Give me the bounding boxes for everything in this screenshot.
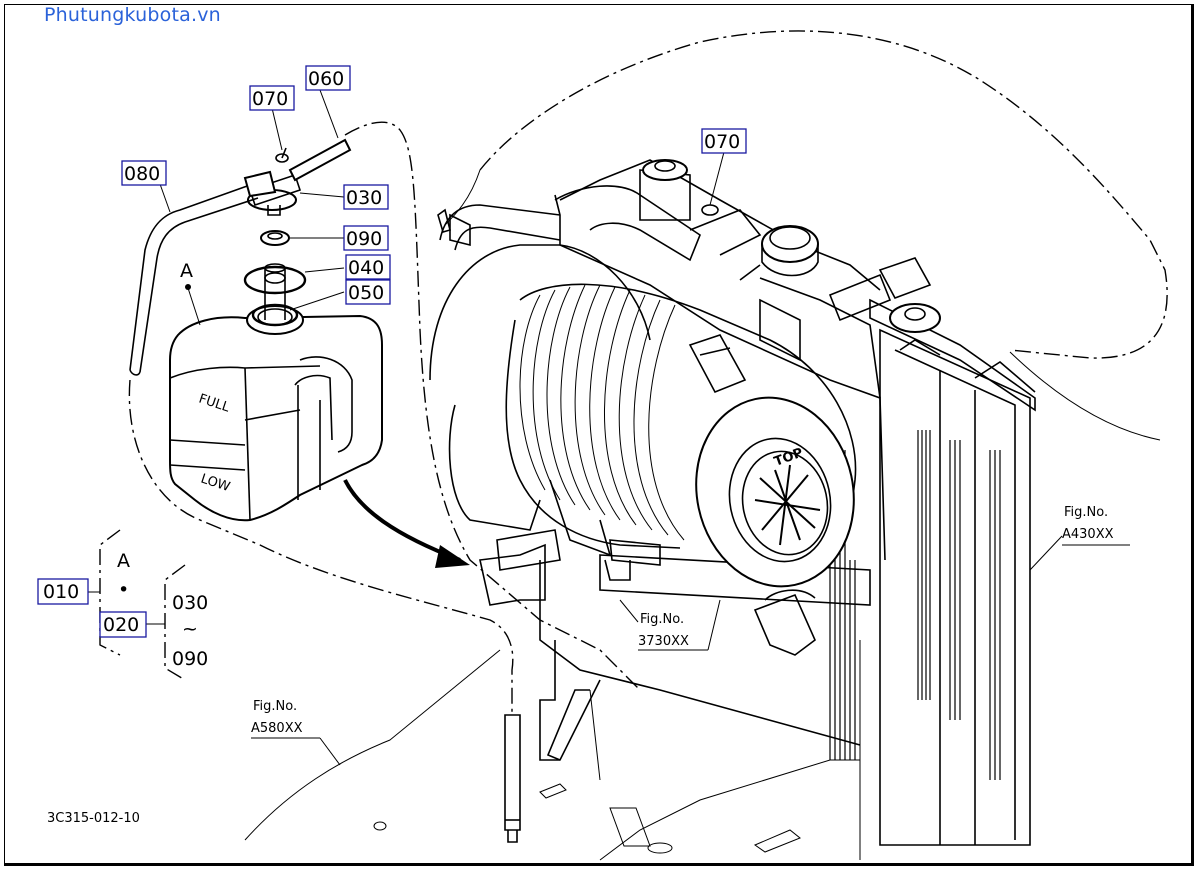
figure-ref-a430[interactable]: Fig.No. A430XX [1062, 505, 1114, 542]
machine-outline [244, 30, 1168, 861]
label-070-top[interactable]: 070 [249, 85, 295, 111]
label-060[interactable]: 060 [305, 65, 351, 91]
label-010-text: 010 [43, 581, 79, 603]
legend-range-tilde: ~ [182, 618, 198, 640]
legend-range-end: 090 [172, 648, 208, 670]
label-040-text: 040 [348, 257, 384, 279]
label-070-right[interactable]: 070 [701, 128, 747, 154]
reserve-tank [169, 305, 383, 522]
label-080[interactable]: 080 [121, 160, 167, 186]
legend-dot: • [118, 579, 129, 601]
label-040[interactable]: 040 [345, 254, 391, 280]
label-030-text: 030 [346, 187, 382, 209]
upper-hoses [437, 159, 941, 333]
label-090[interactable]: 090 [343, 225, 389, 251]
figure-ref-a580-line1: Fig.No. [253, 699, 297, 714]
figure-ref-3730-line2: 3730XX [638, 634, 689, 649]
legend-range-start: 030 [172, 592, 208, 614]
figure-ref-3730-line1: Fig.No. [640, 612, 684, 627]
label-050[interactable]: 050 [345, 279, 391, 305]
leader-lines [159, 89, 1130, 766]
label-080-text: 080 [124, 163, 160, 185]
shroud [479, 159, 886, 781]
label-050-text: 050 [348, 282, 384, 304]
label-020[interactable]: 020 [99, 611, 147, 638]
label-020-text: 020 [103, 614, 139, 636]
detail-mark-a: A [180, 260, 193, 282]
set-legend: A • 030 ~ 090 [88, 529, 208, 681]
drawing-code: 3C315-012-10 [47, 811, 140, 826]
label-070-top-text: 070 [252, 88, 288, 110]
overflow-hose-route [344, 121, 641, 691]
label-070-right-text: 070 [704, 131, 740, 153]
figure-ref-a580-line2: A580XX [251, 721, 303, 736]
figure-ref-a430-line1: Fig.No. [1064, 505, 1108, 520]
label-010[interactable]: 010 [37, 578, 89, 605]
figure-ref-a430-line2: A430XX [1062, 527, 1114, 542]
figure-ref-3730[interactable]: Fig.No. 3730XX [638, 612, 689, 649]
drain-tube [504, 714, 521, 843]
label-090-text: 090 [346, 228, 382, 250]
detail-mark-dot [185, 284, 191, 290]
label-060-text: 060 [308, 68, 344, 90]
legend-set-mark: A [117, 550, 130, 572]
air-cleaner [429, 244, 857, 656]
radiator [759, 298, 1036, 846]
cap-assembly [129, 138, 352, 376]
watermark: Phutungkubota.vn [44, 4, 221, 26]
label-030[interactable]: 030 [343, 184, 389, 210]
figure-ref-a580[interactable]: Fig.No. A580XX [251, 699, 303, 736]
